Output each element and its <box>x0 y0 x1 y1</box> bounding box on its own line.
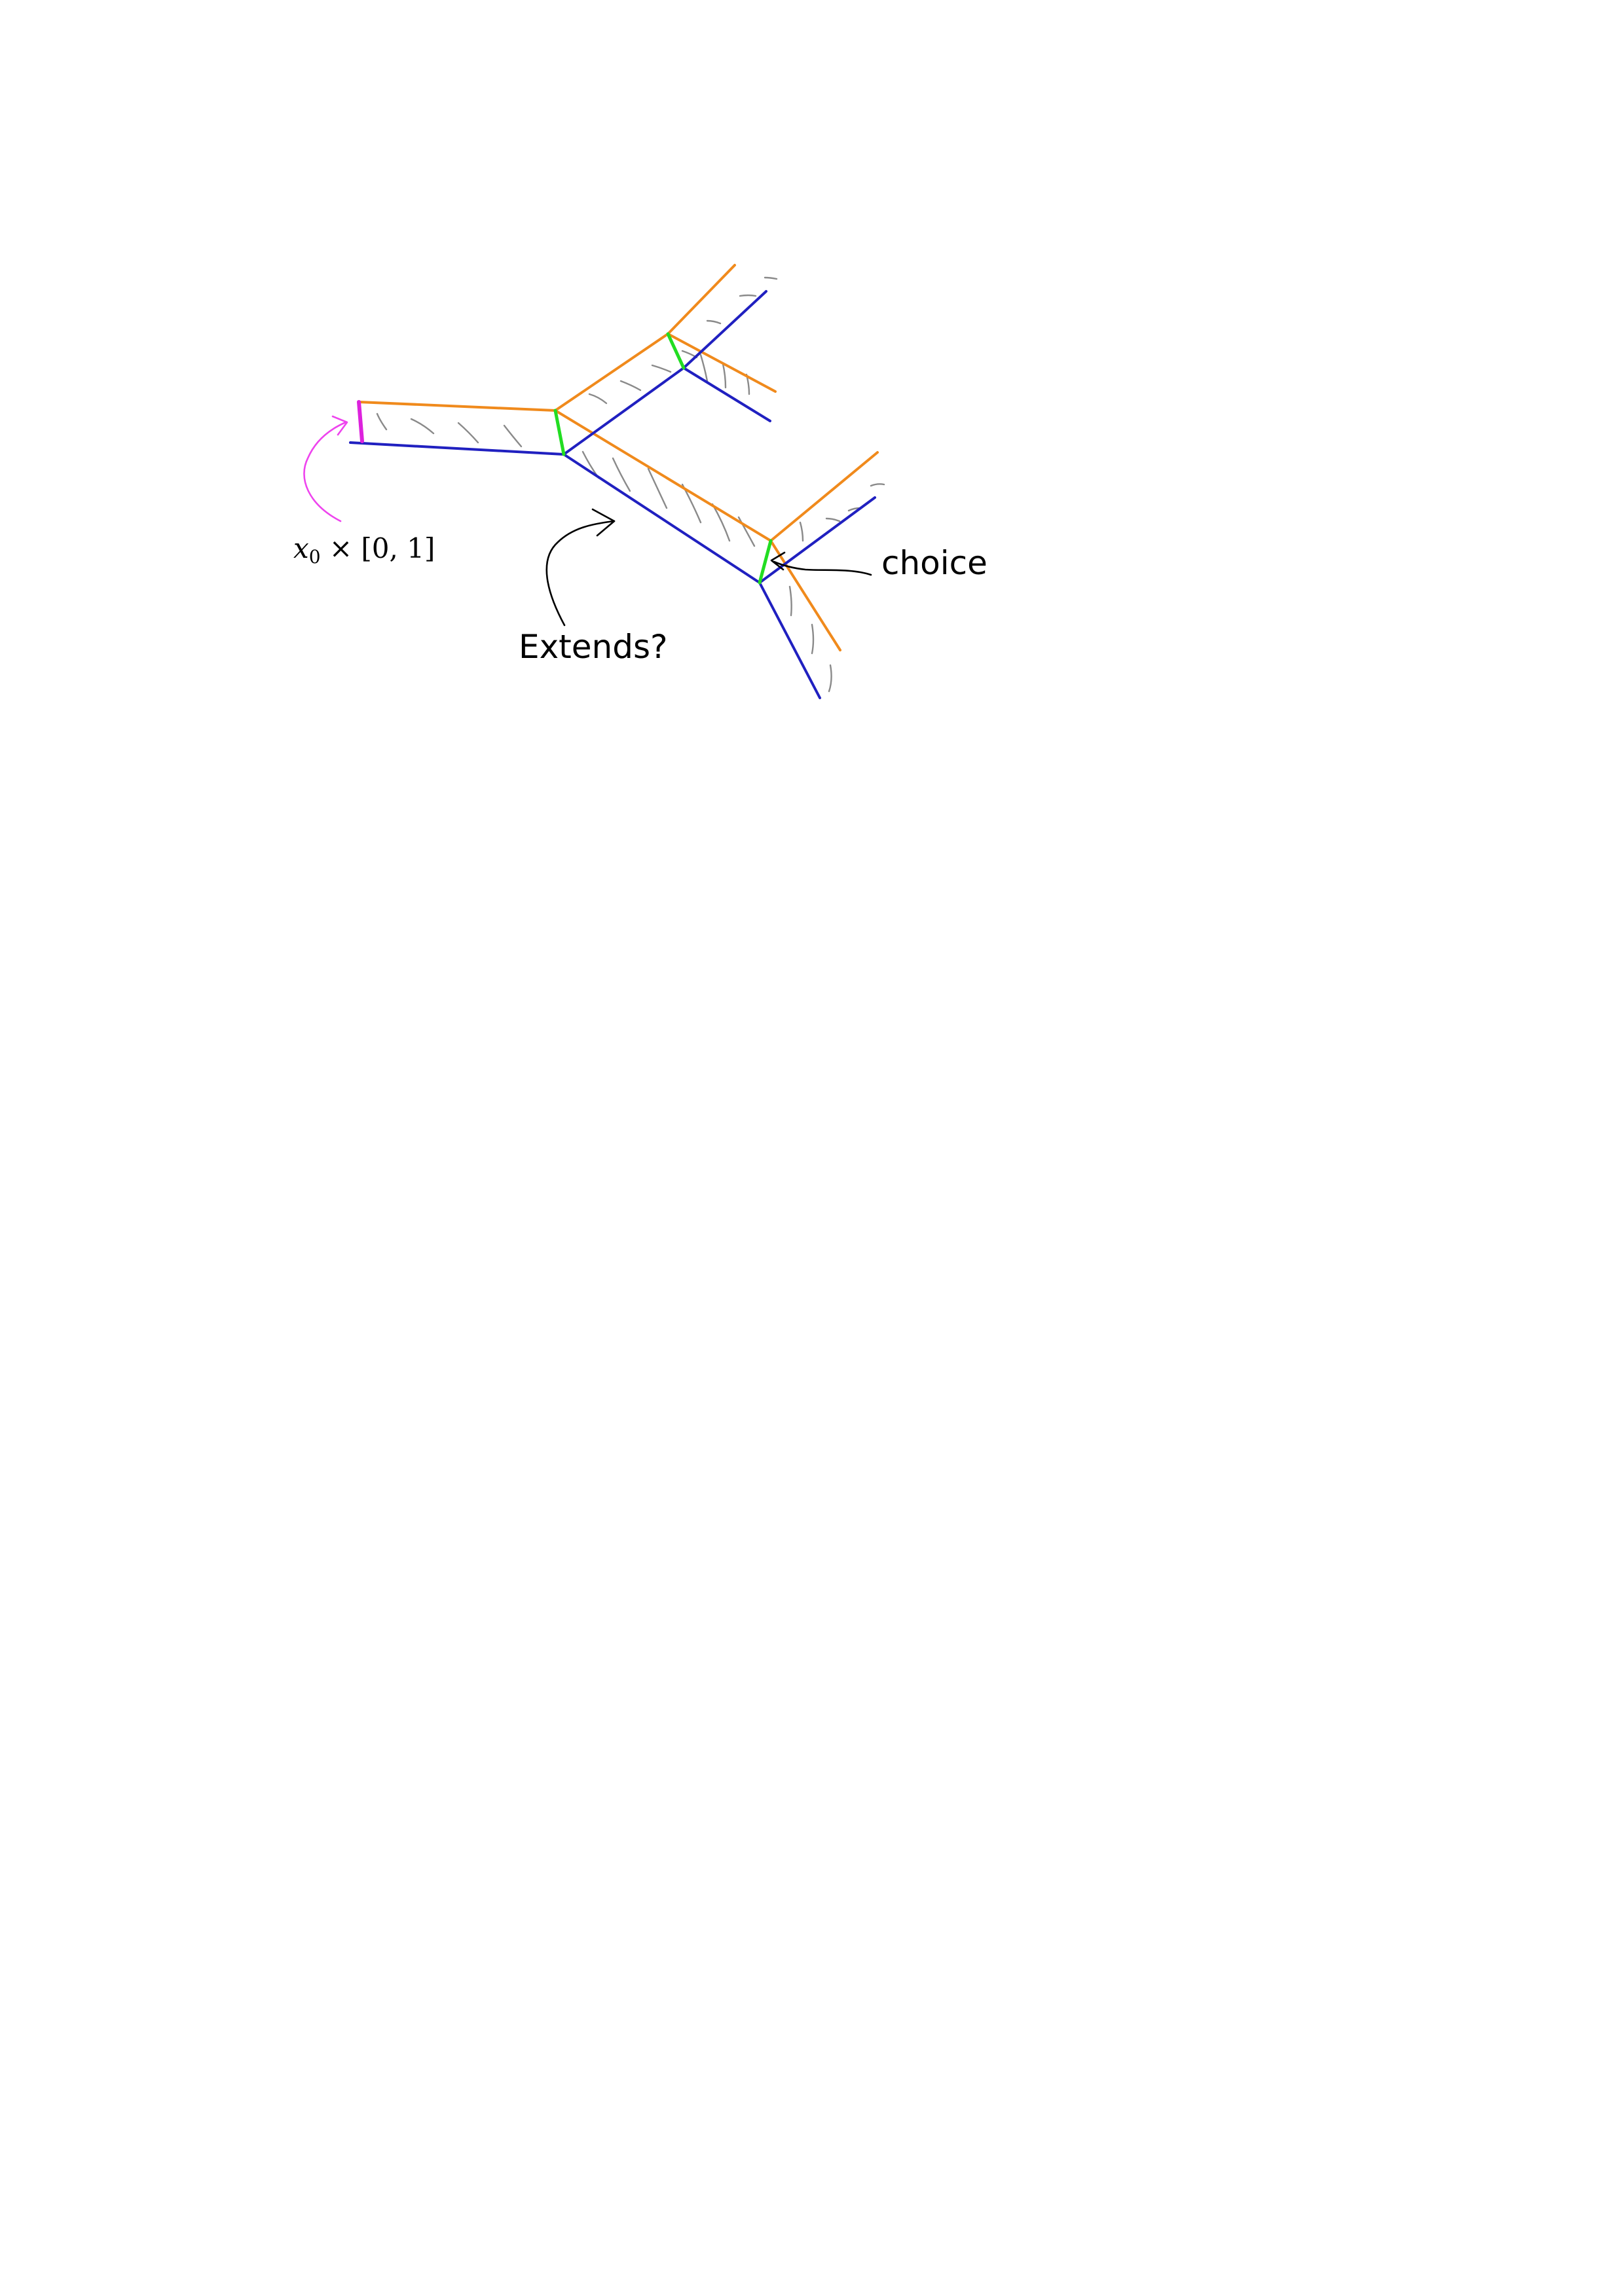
hatch-stroke <box>828 664 832 693</box>
junction-segment <box>553 409 566 456</box>
choice-arrow <box>770 551 872 576</box>
arrow-head <box>591 508 616 537</box>
hatch-stroke <box>376 412 388 431</box>
extends-label: Extends? <box>519 628 668 666</box>
upper-edge <box>358 264 736 412</box>
lower-edge <box>682 367 771 422</box>
base-label-var: x <box>293 532 309 564</box>
upper-edge <box>554 409 879 542</box>
hatch-stroke <box>799 521 804 542</box>
hatch-stroke <box>699 354 709 382</box>
junction-segment <box>666 332 686 370</box>
upper-edge <box>769 539 841 651</box>
arrow-head <box>331 415 348 436</box>
hatch-stroke <box>612 457 631 492</box>
junction-segment <box>758 539 773 585</box>
arrow-shaft <box>545 520 616 627</box>
lower-edge <box>758 581 821 699</box>
hatch-stroke <box>651 364 672 373</box>
arrow-shaft <box>303 421 347 522</box>
upper-edges <box>358 264 879 651</box>
hatch-stroke <box>503 424 523 448</box>
base-label: x0 × [0, 1] <box>293 532 435 568</box>
hatch-stroke <box>647 467 668 509</box>
choice-label: choice <box>881 544 987 582</box>
hatch-stroke <box>788 585 792 617</box>
hatch-stroke <box>764 276 778 280</box>
hatch-stroke <box>706 319 722 325</box>
hatch-stroke <box>722 363 727 389</box>
base-segment <box>357 400 364 443</box>
extends-arrow <box>545 508 616 627</box>
hatch-stroke <box>825 517 841 522</box>
base-label-rest: × [0, 1] <box>321 532 435 564</box>
lower-edge <box>349 290 767 456</box>
arrow-shaft <box>773 560 872 576</box>
hatch-stroke <box>870 483 885 487</box>
junction-segments <box>553 332 773 585</box>
hatch-stroke <box>811 623 815 655</box>
hatch-stroke <box>619 380 642 392</box>
hatch-stroke <box>457 422 479 444</box>
base-label-sub: 0 <box>309 546 321 568</box>
hatch-stroke <box>410 418 435 435</box>
hatch-stroke <box>737 516 756 547</box>
hatch-stroke <box>588 393 608 405</box>
upper-edge <box>667 333 777 393</box>
base-annotation-arrow <box>303 415 348 522</box>
arrow-head <box>770 551 786 571</box>
hatch-stroke <box>739 294 757 297</box>
